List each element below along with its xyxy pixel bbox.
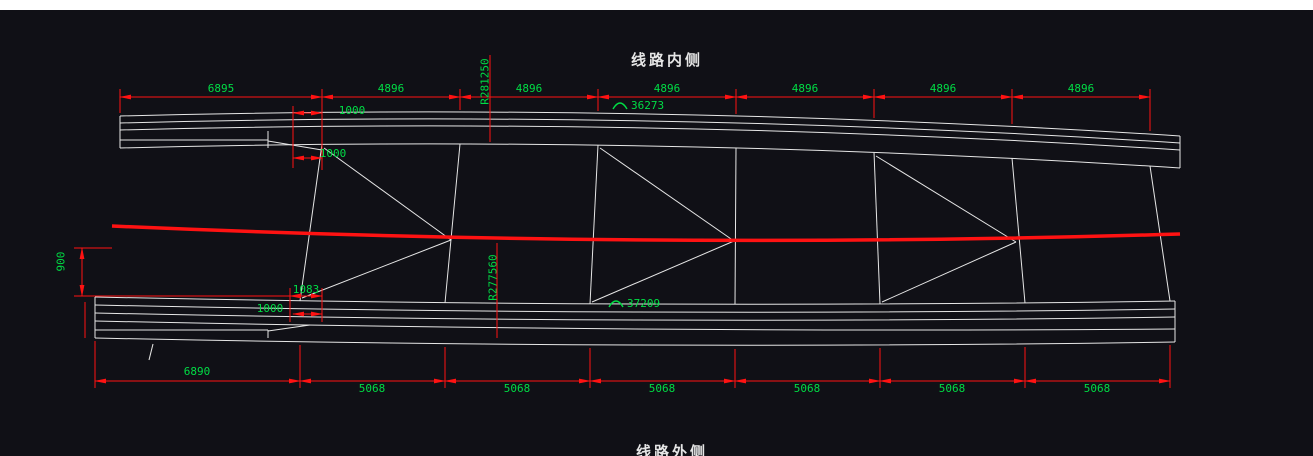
dim-label-offset-top-1: 1000	[319, 147, 347, 160]
dim-label-bottom-2: 5068	[503, 382, 531, 395]
dim-label-inner-arc: 36273	[631, 99, 665, 112]
dim-label-bottom-5: 5068	[938, 382, 966, 395]
outer-arc-callout: 37209	[608, 298, 660, 309]
dim-label-top-1: 4896	[377, 82, 405, 95]
inner-arc-callout: 36273	[612, 100, 664, 111]
dim-label-top-6: 4896	[1067, 82, 1095, 95]
top-border-strip	[0, 0, 1313, 10]
arc-icon	[612, 102, 628, 110]
dim-label-left-vertical: 900	[54, 251, 68, 272]
dim-label-top-4: 4896	[791, 82, 819, 95]
dimension-lines	[74, 55, 1171, 388]
label-line-inner-side: 线路内侧	[630, 51, 704, 69]
dim-label-top-5: 4896	[929, 82, 957, 95]
arc-icon	[608, 300, 624, 308]
dim-label-bottom-1: 5068	[358, 382, 386, 395]
dim-label-offset-top-0: 1000	[338, 104, 366, 117]
girder-plan-outline	[94, 111, 1181, 361]
dim-label-top-3: 4896	[653, 82, 681, 95]
dim-label-top-2: 4896	[515, 82, 543, 95]
dim-label-bottom-6: 5068	[1083, 382, 1111, 395]
label-line-outer-side: 线路外侧	[635, 443, 709, 456]
track-centerline	[111, 224, 1181, 243]
dim-label-offset-bottom-1: 1000	[256, 302, 284, 315]
dim-label-offset-bottom-0: 1083	[292, 283, 320, 296]
dim-label-inner-radius: R281250	[478, 58, 492, 105]
dim-label-outer-arc: 37209	[627, 297, 661, 310]
dim-label-top-0: 6895	[207, 82, 235, 95]
dim-label-bottom-0: 6890	[183, 365, 211, 378]
dim-label-bottom-3: 5068	[648, 382, 676, 395]
dim-label-bottom-4: 5068	[793, 382, 821, 395]
dim-label-outer-radius: R277560	[486, 254, 500, 301]
